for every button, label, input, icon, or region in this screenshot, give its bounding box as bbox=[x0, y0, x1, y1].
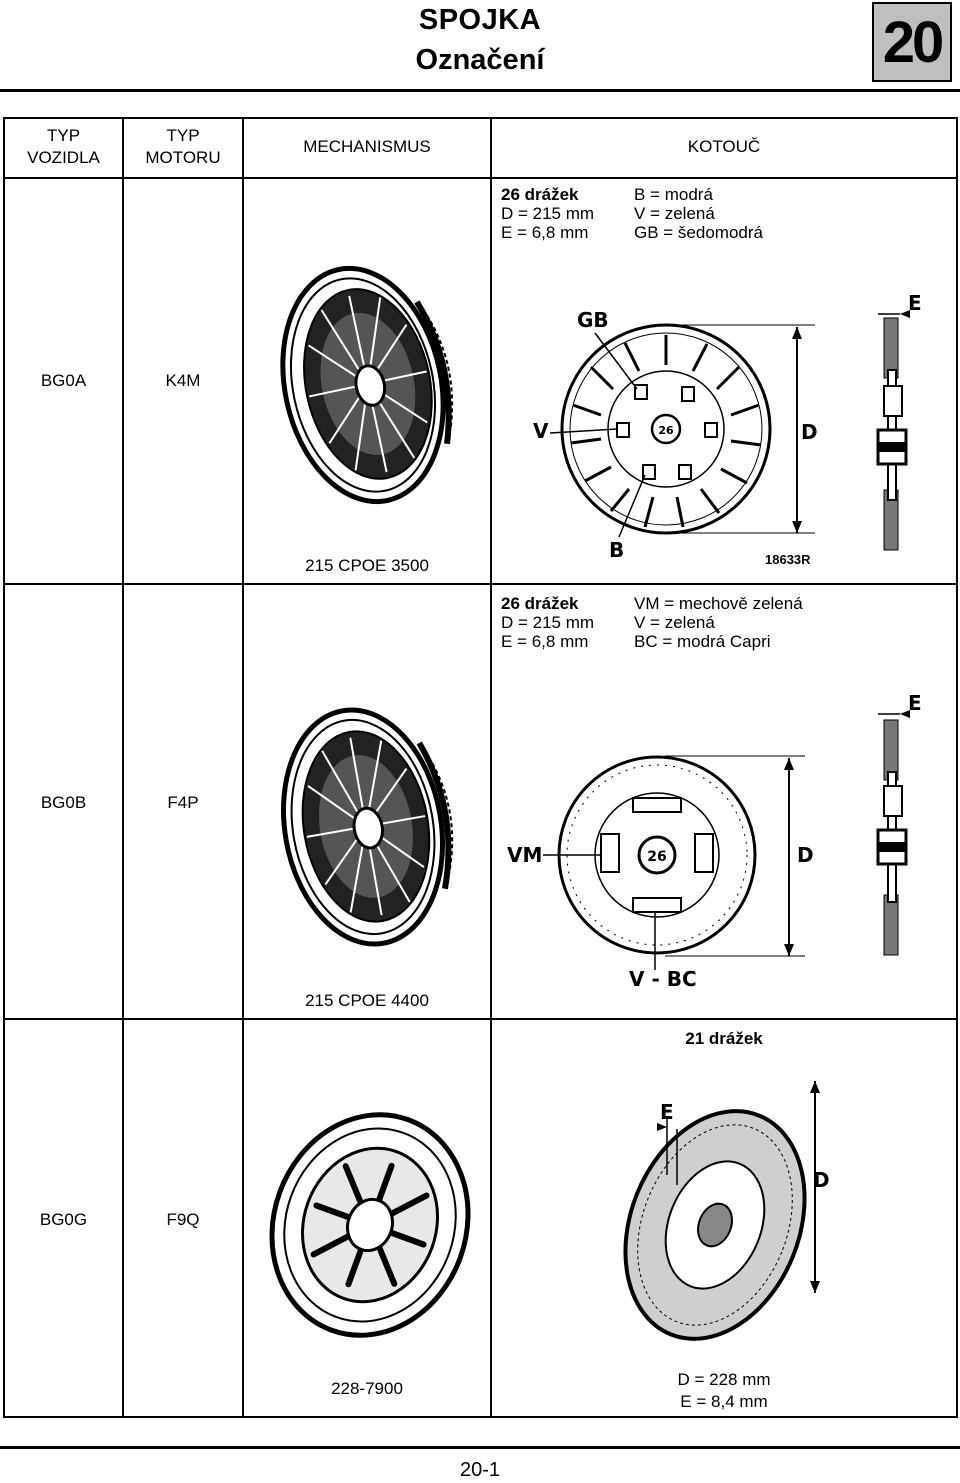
clutch-disc-illustration-2: 26 VM D V - BC bbox=[507, 755, 814, 991]
page-title: SPOJKA bbox=[418, 4, 542, 36]
row2-label-d: D bbox=[797, 843, 814, 867]
row1-engine: K4M bbox=[165, 371, 201, 390]
row-divider bbox=[5, 583, 956, 585]
clutch-disc-illustration-1: 26 GB V B D bbox=[533, 308, 818, 562]
pressure-plate-illustration-3 bbox=[269, 1112, 471, 1338]
row2-color-v: V = zelená bbox=[634, 613, 715, 632]
col-divider bbox=[122, 119, 124, 1416]
row1-grooves: 26 drážek bbox=[501, 185, 579, 204]
row2-vehicle: BG0B bbox=[40, 793, 87, 812]
row1-hub-label: 26 bbox=[658, 424, 674, 437]
row1-label-e: E bbox=[908, 291, 922, 315]
chapter-number-badge: 20 bbox=[872, 2, 952, 82]
row2-color-vm: VM = mechově zelená bbox=[634, 594, 803, 613]
designation-table: TYP VOZIDLA TYP MOTORU MECHANISMUS KOTOU… bbox=[3, 117, 958, 1418]
disc-cross-section-2: E bbox=[876, 691, 922, 956]
pressure-plate-illustration-2 bbox=[280, 707, 454, 947]
row-divider bbox=[5, 177, 956, 179]
col-divider bbox=[242, 119, 244, 1416]
row1-label-d: D bbox=[801, 420, 818, 444]
row2-grooves: 26 drážek bbox=[501, 594, 579, 613]
row3-diameter: D = 228 mm bbox=[677, 1370, 771, 1389]
col-header-mechanism: MECHANISMUS bbox=[303, 137, 431, 156]
col-header-vehicle-line1: TYP bbox=[46, 126, 81, 145]
col-header-disc: KOTOUČ bbox=[687, 137, 761, 156]
row2-label-vm: VM bbox=[507, 843, 542, 867]
col-divider bbox=[490, 119, 492, 1416]
pressure-plate-illustration-1 bbox=[280, 265, 454, 505]
row3-label-d: D bbox=[813, 1168, 830, 1192]
row1-label-v: V bbox=[533, 419, 549, 443]
disc-cross-section-1: E bbox=[876, 291, 922, 551]
row1-diameter: D = 215 mm bbox=[501, 204, 595, 223]
col-header-vehicle: TYP VOZIDLA bbox=[5, 125, 122, 169]
col-header-engine-line2: MOTORU bbox=[145, 148, 221, 167]
col-header-engine-line1: TYP bbox=[166, 126, 200, 145]
row3-thickness: E = 8,4 mm bbox=[680, 1392, 768, 1411]
row3-vehicle: BG0G bbox=[39, 1210, 88, 1229]
row1-vehicle: BG0A bbox=[40, 371, 87, 390]
row3-dimensions: D = 228 mm E = 8,4 mm bbox=[492, 1369, 956, 1413]
row3-grooves: 21 drážek bbox=[685, 1029, 763, 1048]
col-header-vehicle-line2: VOZIDLA bbox=[27, 148, 100, 167]
col-header-engine: TYP MOTORU bbox=[124, 125, 242, 169]
row2-mechanism-ref: 215 CPOE 4400 bbox=[305, 991, 429, 1010]
row3-engine: F9Q bbox=[166, 1210, 200, 1229]
row-divider bbox=[5, 1018, 956, 1020]
row2-engine: F4P bbox=[167, 793, 199, 812]
row1-mechanism-ref: 215 CPOE 3500 bbox=[305, 556, 429, 575]
footer-divider bbox=[0, 1446, 960, 1449]
row2-hub-label: 26 bbox=[647, 849, 666, 865]
row2-diameter: D = 215 mm bbox=[501, 613, 595, 632]
row2-spec-left: 26 drážek D = 215 mm E = 6,8 mm bbox=[501, 594, 594, 651]
row1-spec-left: 26 drážek D = 215 mm E = 6,8 mm bbox=[501, 185, 594, 242]
row2-color-bc: BC = modrá Capri bbox=[634, 632, 771, 651]
row2-thickness: E = 6,8 mm bbox=[501, 632, 589, 651]
row1-spec-right: B = modrá V = zelená GB = šedomodrá bbox=[634, 185, 763, 242]
row1-label-gb: GB bbox=[577, 308, 609, 332]
page-subtitle: Označení bbox=[415, 44, 545, 76]
row2-spec-right: VM = mechově zelená V = zelená BC = modr… bbox=[634, 594, 803, 651]
row1-thickness: E = 6,8 mm bbox=[501, 223, 589, 242]
row1-figure-ref: 18633R bbox=[765, 552, 811, 567]
row1-color-v: V = zelená bbox=[634, 204, 715, 223]
row2-label-vbc: V - BC bbox=[629, 967, 697, 991]
row3-mechanism-ref: 228-7900 bbox=[331, 1379, 403, 1398]
row3-label-e: E bbox=[660, 1100, 674, 1124]
header-divider bbox=[0, 89, 960, 92]
row1-color-gb: GB = šedomodrá bbox=[634, 223, 763, 242]
page-number: 20-1 bbox=[459, 1459, 501, 1481]
row1-label-b: B bbox=[609, 538, 624, 562]
row2-label-e: E bbox=[908, 691, 922, 715]
clutch-disc-illustration-3: E D bbox=[623, 1081, 830, 1341]
row1-color-b: B = modrá bbox=[634, 185, 713, 204]
